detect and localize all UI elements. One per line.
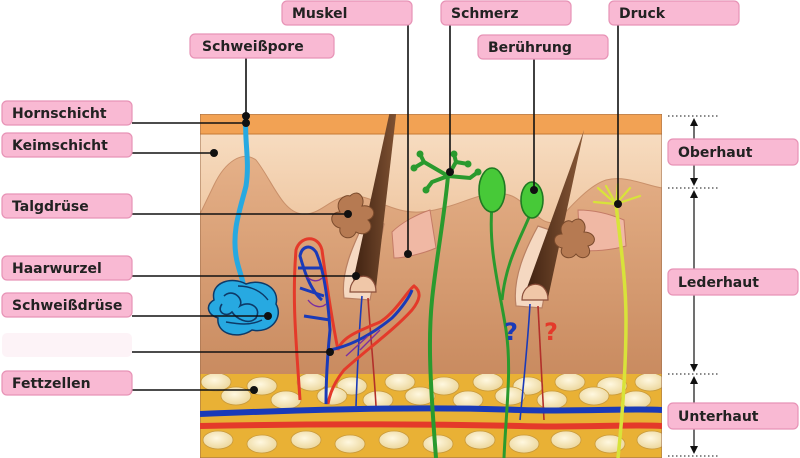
fat-cell: [246, 434, 278, 454]
fat-cell: [508, 434, 540, 454]
fat-cell: [464, 430, 496, 450]
svg-text:Unterhaut: Unterhaut: [678, 409, 759, 425]
fat-cell: [472, 372, 504, 392]
fat-cells-group: [200, 372, 662, 454]
fat-cell: [378, 430, 410, 450]
fat-cell: [634, 372, 662, 392]
svg-text:Druck: Druck: [619, 6, 666, 22]
fat-cell: [494, 386, 526, 406]
capillary-mesh: [305, 275, 381, 357]
label-blank: [2, 333, 132, 357]
label-talgdruese: Talgdrüse: [1, 193, 133, 219]
svg-text:Fettzellen: Fettzellen: [12, 376, 91, 392]
label-unterhaut: Unterhaut: [667, 402, 799, 430]
svg-text:Haarwurzel: Haarwurzel: [12, 261, 102, 277]
fat-cell: [554, 372, 586, 392]
fat-cell: [290, 430, 322, 450]
skin-block: ? ?: [200, 114, 662, 458]
label-schweissdruese: Schweißdrüse: [1, 292, 133, 318]
svg-text:Schweißpore: Schweißpore: [202, 39, 304, 55]
fat-cell: [404, 386, 436, 406]
fat-cell: [636, 430, 662, 450]
label-keimschicht: Keimschicht: [1, 132, 133, 158]
hair-right: [524, 130, 584, 298]
sebaceous-gland-right: [554, 218, 595, 259]
vein-main: [200, 405, 662, 417]
fat-cell: [334, 434, 366, 454]
svg-text:Schweißdrüse: Schweißdrüse: [12, 298, 122, 314]
svg-text:Schmerz: Schmerz: [451, 6, 518, 22]
left-labels: Hornschicht Keimschicht Talgdrüse Haarwu…: [1, 100, 360, 396]
sweat-gland: [207, 279, 279, 336]
capillary-artery: [292, 237, 421, 405]
fat-cell: [578, 386, 610, 406]
label-lederhaut: Lederhaut: [667, 268, 799, 296]
top-labels: Schweißpore Muskel Schmerz Berührung Dru…: [189, 0, 740, 258]
label-hornschicht: Hornschicht: [1, 100, 133, 126]
fat-cell: [200, 372, 232, 392]
svg-text:Talgdrüse: Talgdrüse: [12, 199, 89, 215]
artery-main: [200, 421, 662, 430]
pain-nerve: [427, 175, 450, 458]
svg-text:Lederhaut: Lederhaut: [678, 275, 759, 291]
svg-text:Berührung: Berührung: [488, 40, 572, 56]
question-mark-blue: ?: [504, 318, 518, 346]
hair-bulb-right: [521, 283, 549, 301]
pain-nerve-tips: [410, 150, 482, 194]
capillary-vein: [298, 245, 414, 405]
svg-text:Oberhaut: Oberhaut: [678, 145, 753, 161]
nerve-fiber-red-right: [537, 305, 545, 421]
nerve-fiber-red: [367, 297, 377, 407]
touch-nerve-1: [489, 205, 511, 458]
svg-text:Hornschicht: Hornschicht: [12, 106, 107, 122]
label-fettzellen: Fettzellen: [1, 370, 133, 396]
fat-cell: [270, 390, 302, 410]
fat-cell: [550, 430, 582, 450]
label-schweisspore: Schweißpore: [189, 33, 335, 59]
label-haarwurzel: Haarwurzel: [1, 255, 133, 281]
svg-text:Muskel: Muskel: [292, 6, 347, 22]
pressure-nerve: [614, 203, 628, 458]
sweat-duct: [232, 115, 250, 291]
touch-receptor-1: [478, 167, 506, 213]
layer-dimension-markers: Oberhaut Lederhaut Unterhaut: [667, 115, 799, 457]
label-muskel: Muskel: [281, 0, 413, 26]
fat-cell: [536, 390, 568, 410]
label-druck: Druck: [608, 0, 740, 26]
fat-cell: [296, 372, 328, 392]
arrector-muscle-left: [391, 209, 437, 259]
label-oberhaut: Oberhaut: [667, 138, 799, 166]
fat-cell: [428, 376, 460, 396]
label-schmerz: Schmerz: [440, 0, 572, 26]
hair-left: [352, 114, 397, 288]
fat-cell: [620, 390, 652, 410]
sebaceous-gland-left: [331, 192, 375, 239]
label-beruehrung: Berührung: [477, 34, 609, 60]
question-mark-red: ?: [544, 318, 558, 346]
svg-text:Keimschicht: Keimschicht: [12, 138, 108, 154]
fat-cell: [422, 434, 454, 454]
fat-cell: [220, 386, 252, 406]
fat-cell: [202, 430, 234, 450]
hair-bulb-left: [349, 275, 377, 293]
fat-cell: [384, 372, 416, 392]
stratum-corneum-layer: [200, 114, 662, 134]
